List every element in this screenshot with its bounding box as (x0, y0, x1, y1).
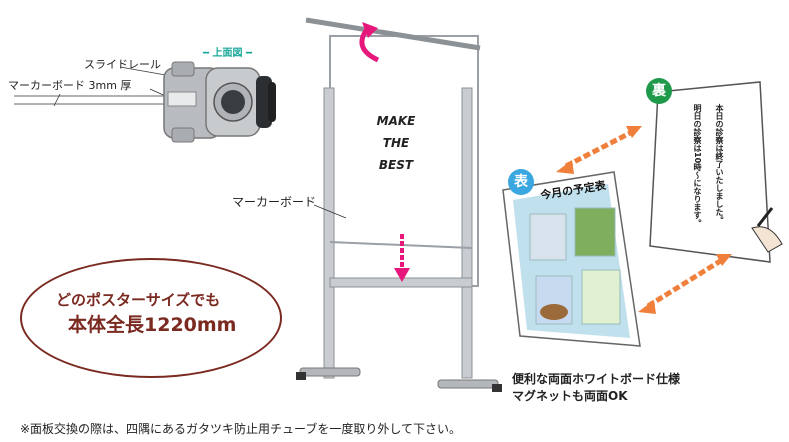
back-badge: 裏 (646, 78, 672, 104)
back-text-col-2: 明日の診察は10時〜になります。 (693, 104, 702, 228)
clamp-profile-icon (163, 61, 276, 143)
back-board-icon (649, 81, 771, 263)
bubble-line-1: どのポスターサイズでも (56, 291, 221, 309)
footnote: ※面板交換の際は、四隅にあるガタツキ防止用チューブを一度取り外して下さい。 (20, 422, 461, 436)
stand-frame-icon (296, 17, 502, 392)
feature-line-2: マグネットも両面OK (512, 389, 628, 403)
slide-rail-label: スライドレール (84, 58, 161, 71)
board-thickness-label: マーカーボード 3mm 厚 (8, 79, 132, 92)
size-callout-bubble (20, 258, 282, 378)
back-board-text-2: 明日の診察は10時〜になります。 (690, 104, 704, 244)
back-board-text: 本日の診察は終了いたしました。 (712, 104, 726, 244)
feature-line-1: 便利な両面ホワイトボード仕様 (512, 372, 681, 386)
swap-arrow-bottom-icon (638, 254, 732, 314)
board-label: マーカーボード (232, 195, 317, 209)
board-line-3: BEST (378, 158, 414, 172)
board-writing: MAKE THE BEST (374, 110, 418, 176)
front-board-icon (502, 171, 641, 347)
board-line-1: MAKE (376, 114, 416, 128)
front-badge: 表 (508, 169, 534, 195)
bubble-line-2: 本体全長1220mm (68, 314, 237, 336)
top-view-title: ━ 上面図 ━ (203, 48, 253, 59)
swap-arrow-top-icon (556, 126, 642, 174)
board-line-2: THE (382, 136, 410, 150)
back-text-col-1: 本日の診察は終了いたしました。 (715, 104, 724, 224)
hand-icon (751, 226, 783, 253)
